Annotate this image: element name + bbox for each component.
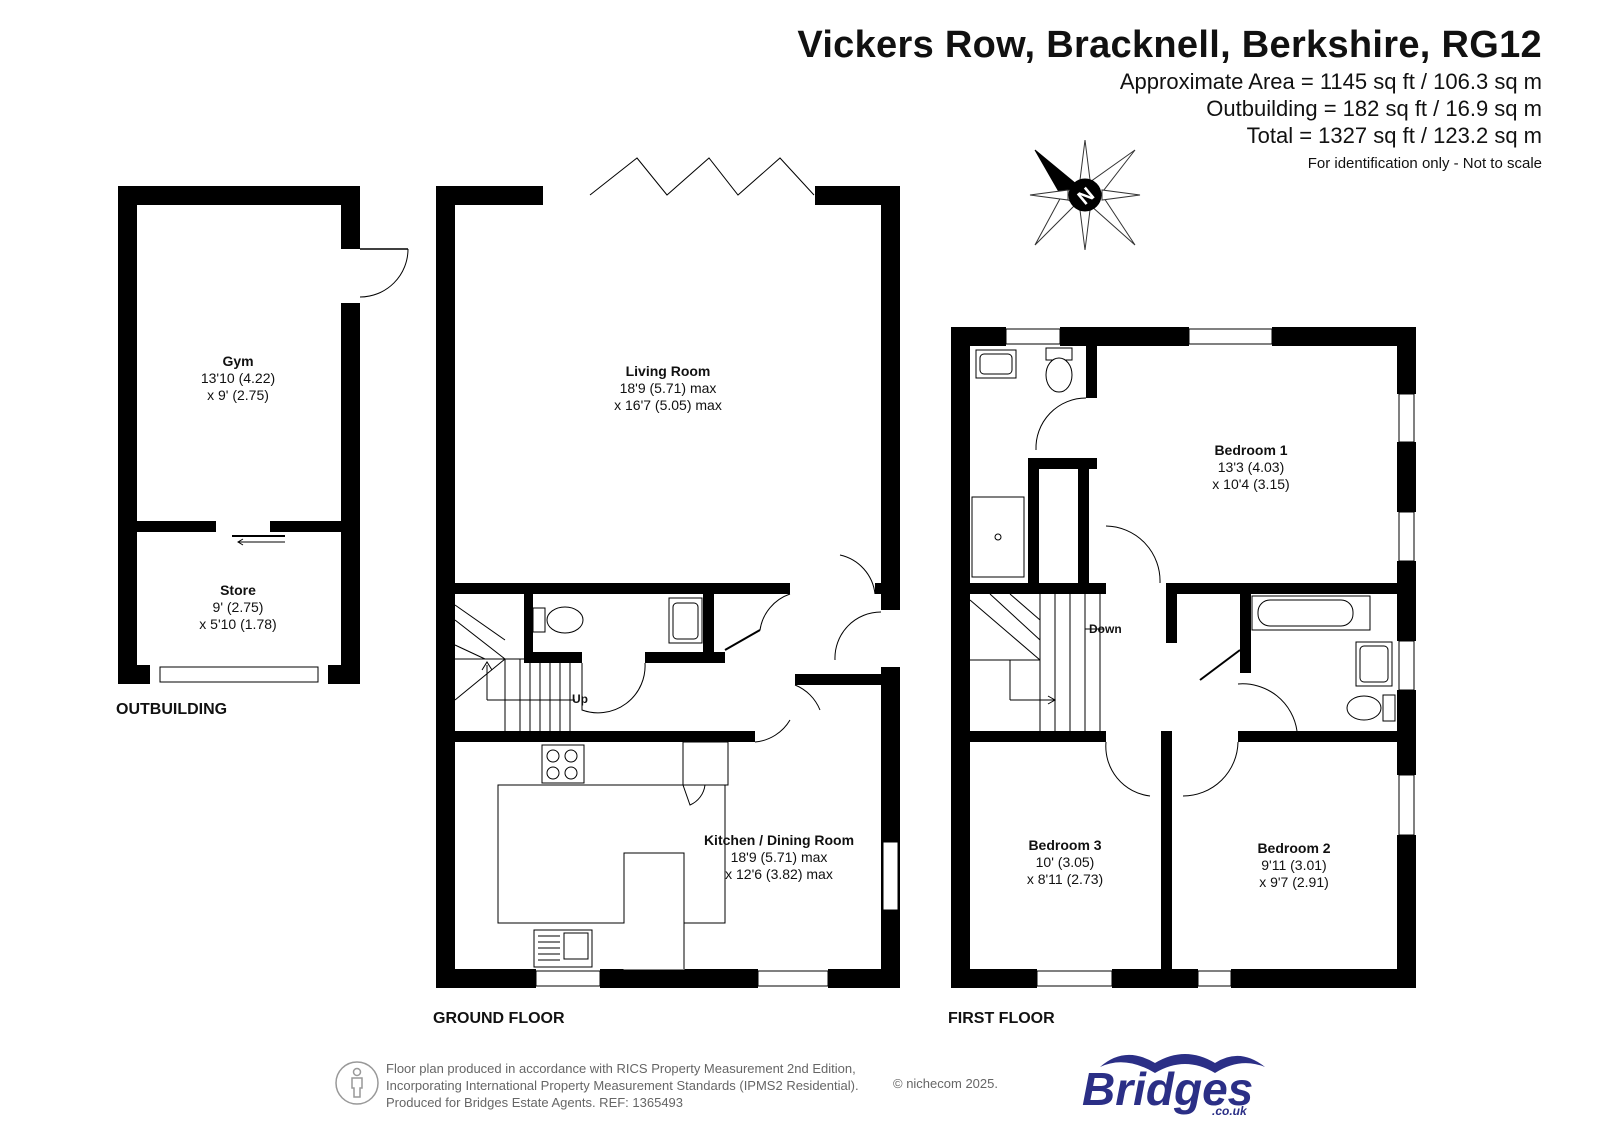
room-store-dim1: 9' (2.75) <box>213 599 264 615</box>
bridges-logo: Bridges .co.uk <box>1080 1045 1270 1122</box>
footer-line-1: Floor plan produced in accordance with R… <box>386 1061 856 1076</box>
room-gym-dim2: x 9' (2.75) <box>207 387 269 403</box>
room-bedroom3-dim2: x 8'11 (2.73) <box>1027 871 1103 887</box>
room-bedroom2: Bedroom 2 9'11 (3.01) x 9'7 (2.91) <box>1257 840 1330 890</box>
header: Vickers Row, Bracknell, Berkshire, RG12 … <box>797 22 1542 172</box>
first-floor-label: FIRST FLOOR <box>948 1010 1055 1027</box>
room-bedroom2-dim2: x 9'7 (2.91) <box>1259 874 1329 890</box>
room-kitchen: Kitchen / Dining Room 18'9 (5.71) max x … <box>704 832 854 882</box>
room-living: Living Room 18'9 (5.71) max x 16'7 (5.05… <box>614 363 722 413</box>
compass-icon: N <box>1029 139 1141 251</box>
room-bedroom1-name: Bedroom 1 <box>1214 442 1287 458</box>
total-area: Total = 1327 sq ft / 123.2 sq m <box>1246 123 1542 148</box>
room-bedroom1: Bedroom 1 13'3 (4.03) x 10'4 (3.15) <box>1212 442 1289 492</box>
disclaimer-note: For identification only - Not to scale <box>1307 155 1542 172</box>
approximate-area: Approximate Area = 1145 sq ft / 106.3 sq… <box>1119 69 1542 94</box>
room-gym-dim1: 13'10 (4.22) <box>201 370 275 386</box>
room-bedroom1-dim2: x 10'4 (3.15) <box>1212 476 1289 492</box>
outbuilding-area: Outbuilding = 182 sq ft / 16.9 sq m <box>1206 96 1542 121</box>
footer-line-2: Incorporating International Property Mea… <box>386 1078 859 1093</box>
room-store-dim2: x 5'10 (1.78) <box>199 616 276 632</box>
outbuilding-plan <box>118 186 409 684</box>
footer-line-3: Produced for Bridges Estate Agents. REF:… <box>386 1095 684 1110</box>
room-kitchen-dim2: x 12'6 (3.82) max <box>725 866 833 882</box>
copyright: © nichecom 2025. <box>893 1076 998 1091</box>
room-living-dim2: x 16'7 (5.05) max <box>614 397 722 413</box>
room-bedroom2-dim1: 9'11 (3.01) <box>1261 857 1326 873</box>
room-store: Store 9' (2.75) x 5'10 (1.78) <box>199 582 276 632</box>
room-store-name: Store <box>220 582 256 598</box>
stairs-down-label: Down <box>1089 622 1122 636</box>
footer-notes: Floor plan produced in accordance with R… <box>386 1060 859 1111</box>
room-gym-name: Gym <box>222 353 253 369</box>
room-kitchen-dim1: 18'9 (5.71) max <box>731 849 828 865</box>
room-living-name: Living Room <box>626 363 711 379</box>
page-title: Vickers Row, Bracknell, Berkshire, RG12 <box>797 24 1542 66</box>
ground-floor-plan <box>436 157 900 988</box>
outbuilding-label: OUTBUILDING <box>116 701 227 718</box>
room-bedroom1-dim1: 13'3 (4.03) <box>1218 459 1285 475</box>
svg-text:Bridges: Bridges <box>1082 1063 1253 1115</box>
room-gym: Gym 13'10 (4.22) x 9' (2.75) <box>201 353 275 403</box>
room-kitchen-name: Kitchen / Dining Room <box>704 832 854 848</box>
room-bedroom3-dim1: 10' (3.05) <box>1036 854 1095 870</box>
person-info-icon <box>334 1060 380 1111</box>
room-living-dim1: 18'9 (5.71) max <box>620 380 717 396</box>
stairs-up-label: Up <box>572 692 588 706</box>
svg-text:.co.uk: .co.uk <box>1212 1104 1248 1117</box>
room-bedroom3: Bedroom 3 10' (3.05) x 8'11 (2.73) <box>1027 837 1103 887</box>
first-floor-plan <box>951 327 1416 988</box>
room-bedroom3-name: Bedroom 3 <box>1028 837 1101 853</box>
ground-floor-label: GROUND FLOOR <box>433 1010 565 1027</box>
room-bedroom2-name: Bedroom 2 <box>1257 840 1330 856</box>
